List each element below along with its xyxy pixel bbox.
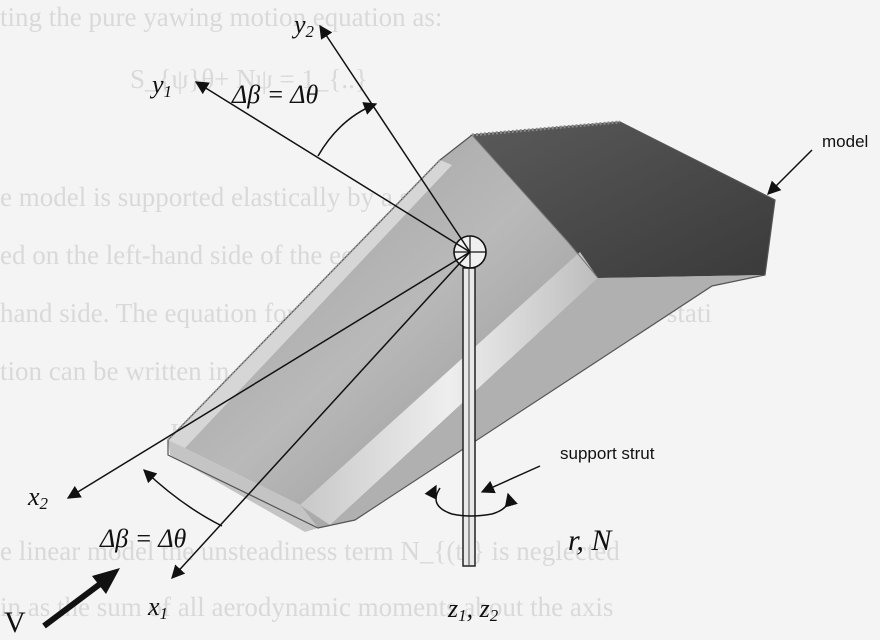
label-z1-z2: z1, z2 [448, 594, 499, 626]
velocity-arrow [42, 568, 120, 629]
angle-arcs [143, 102, 378, 527]
label-y1: y1 [152, 70, 172, 102]
label-angle-top: Δβ = Δθ [232, 80, 319, 109]
bottom-angle-arc [143, 469, 223, 527]
wind-tunnel-model [167, 120, 776, 532]
axes [66, 24, 471, 579]
label-x2: x2 [28, 482, 48, 514]
x1-axis [171, 251, 471, 579]
label-support-strut: support strut [560, 444, 655, 463]
label-x1: x1 [148, 592, 168, 624]
background-text-line: S_{ψ}θ+ Nψ = 1_{..} [130, 64, 368, 94]
label-r-N: r, N [568, 524, 612, 557]
x2-axis [66, 251, 471, 499]
label-angle-bottom: Δβ = Δθ [100, 524, 187, 553]
label-model: model [822, 132, 869, 151]
y1-axis [194, 81, 471, 253]
top-angle-arc [317, 102, 378, 157]
rotation-arrow [424, 484, 518, 517]
label-y2: y2 [294, 10, 314, 42]
label-velocity: V [4, 606, 26, 639]
annotation-pointers [480, 149, 813, 494]
background-text-line: in as the sum of all aerodynamic moments… [0, 592, 614, 622]
background-text-line: e linear model the unsteadiness term N_{… [0, 536, 620, 566]
y2-axis [319, 24, 471, 253]
support-strut [462, 267, 476, 567]
background-text-line: ting the pure yawing motion equation as: [0, 2, 443, 32]
